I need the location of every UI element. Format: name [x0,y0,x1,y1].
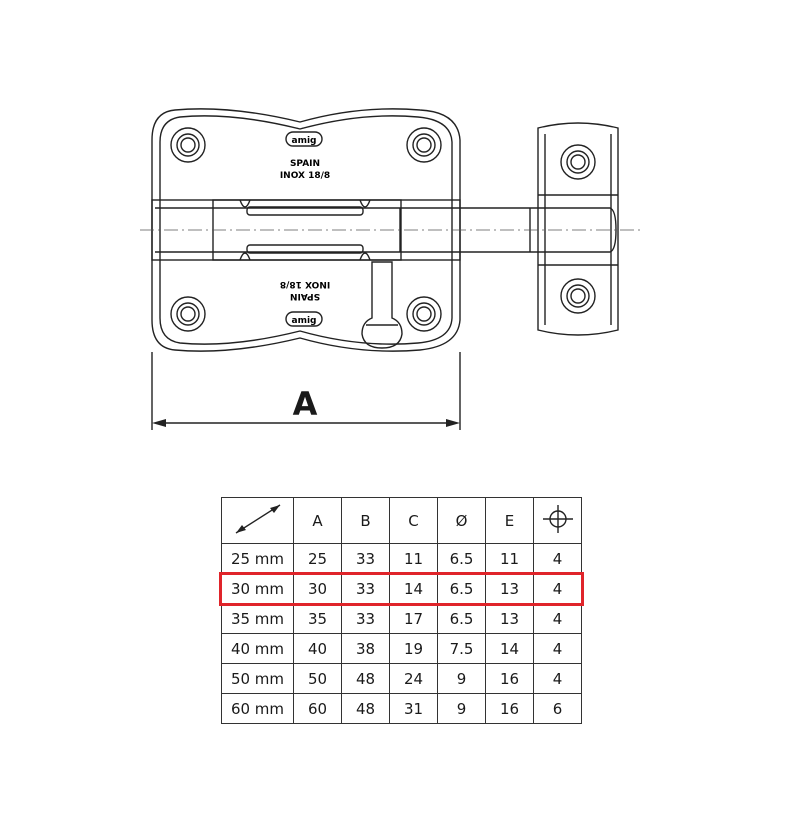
table-cell: 6.5 [437,573,486,604]
table-cell: 13 [485,573,534,604]
table-cell: 19 [389,633,438,664]
table-cell: 40 mm [221,633,294,664]
table-cell: 14 [389,573,438,604]
header-size-icon-cell [221,497,294,544]
table-cell: 38 [341,633,390,664]
table-cell: 6.5 [437,543,486,574]
table-cell: 4 [533,603,582,634]
table-cell: 11 [389,543,438,574]
table-cell: 35 mm [221,603,294,634]
table-cell: 50 [293,663,342,694]
table-cell: 25 [293,543,342,574]
keeper-outline [537,122,619,336]
table-cell: 40 [293,633,342,664]
table-cell: 60 mm [221,693,294,724]
table-cell: 16 [485,693,534,724]
bolt-handle [361,261,403,349]
table-cell: 17 [389,603,438,634]
table-cell: 4 [533,573,582,604]
table-cell: 33 [341,603,390,634]
table-cell: 33 [341,573,390,604]
plate-text-inox-rotated: INOX 18/8 [280,279,330,289]
table-cell: 7.5 [437,633,486,664]
screw-crosshair-icon [542,504,573,533]
table-cell: 35 [293,603,342,634]
table-cell: 50 mm [221,663,294,694]
table-cell: 30 mm [221,573,294,604]
header-cell: C [389,497,438,544]
table-cell: 9 [437,663,486,694]
table-cell: 4 [533,633,582,664]
table-cell: 48 [341,693,390,724]
table-cell: 11 [485,543,534,574]
table-cell: 4 [533,543,582,574]
barrel-bolt-drawing: amig SPAIN INOX 18/8 SPAIN INOX 18/8 ami… [140,108,640,430]
table-cell: 6 [533,693,582,724]
table-cell: 30 [293,573,342,604]
dimension-label: A [293,385,318,423]
header-cell: A [293,497,342,544]
table-cell: 16 [485,663,534,694]
keeper-screw-bottom [560,278,596,314]
table-cell: 4 [533,663,582,694]
screw-hole-bottom-right [406,296,442,332]
header-cell: Ø [437,497,486,544]
plate-outline [151,108,461,352]
header-cell: E [485,497,534,544]
table-cell: 33 [341,543,390,574]
header-cell: B [341,497,390,544]
table-cell: 48 [341,663,390,694]
logo-top: amig [292,136,317,146]
header-screw-icon-cell [533,497,582,544]
keeper-screw-top [560,144,596,180]
plate-text-spain: SPAIN [290,159,320,169]
screw-hole-bottom-left [170,296,206,332]
table-cell: 13 [485,603,534,634]
table-cell: 25 mm [221,543,294,574]
diagonal-arrow-icon [235,503,280,534]
screw-hole-top-left [170,127,206,163]
table-cell: 6.5 [437,603,486,634]
plate-text-inox: INOX 18/8 [280,171,330,181]
logo-bottom: amig [292,316,317,326]
table-cell: 14 [485,633,534,664]
plate-text-spain-rotated: SPAIN [290,291,320,301]
table-cell: 9 [437,693,486,724]
table-cell: 24 [389,663,438,694]
screw-hole-top-right [406,127,442,163]
table-cell: 60 [293,693,342,724]
table-cell: 31 [389,693,438,724]
